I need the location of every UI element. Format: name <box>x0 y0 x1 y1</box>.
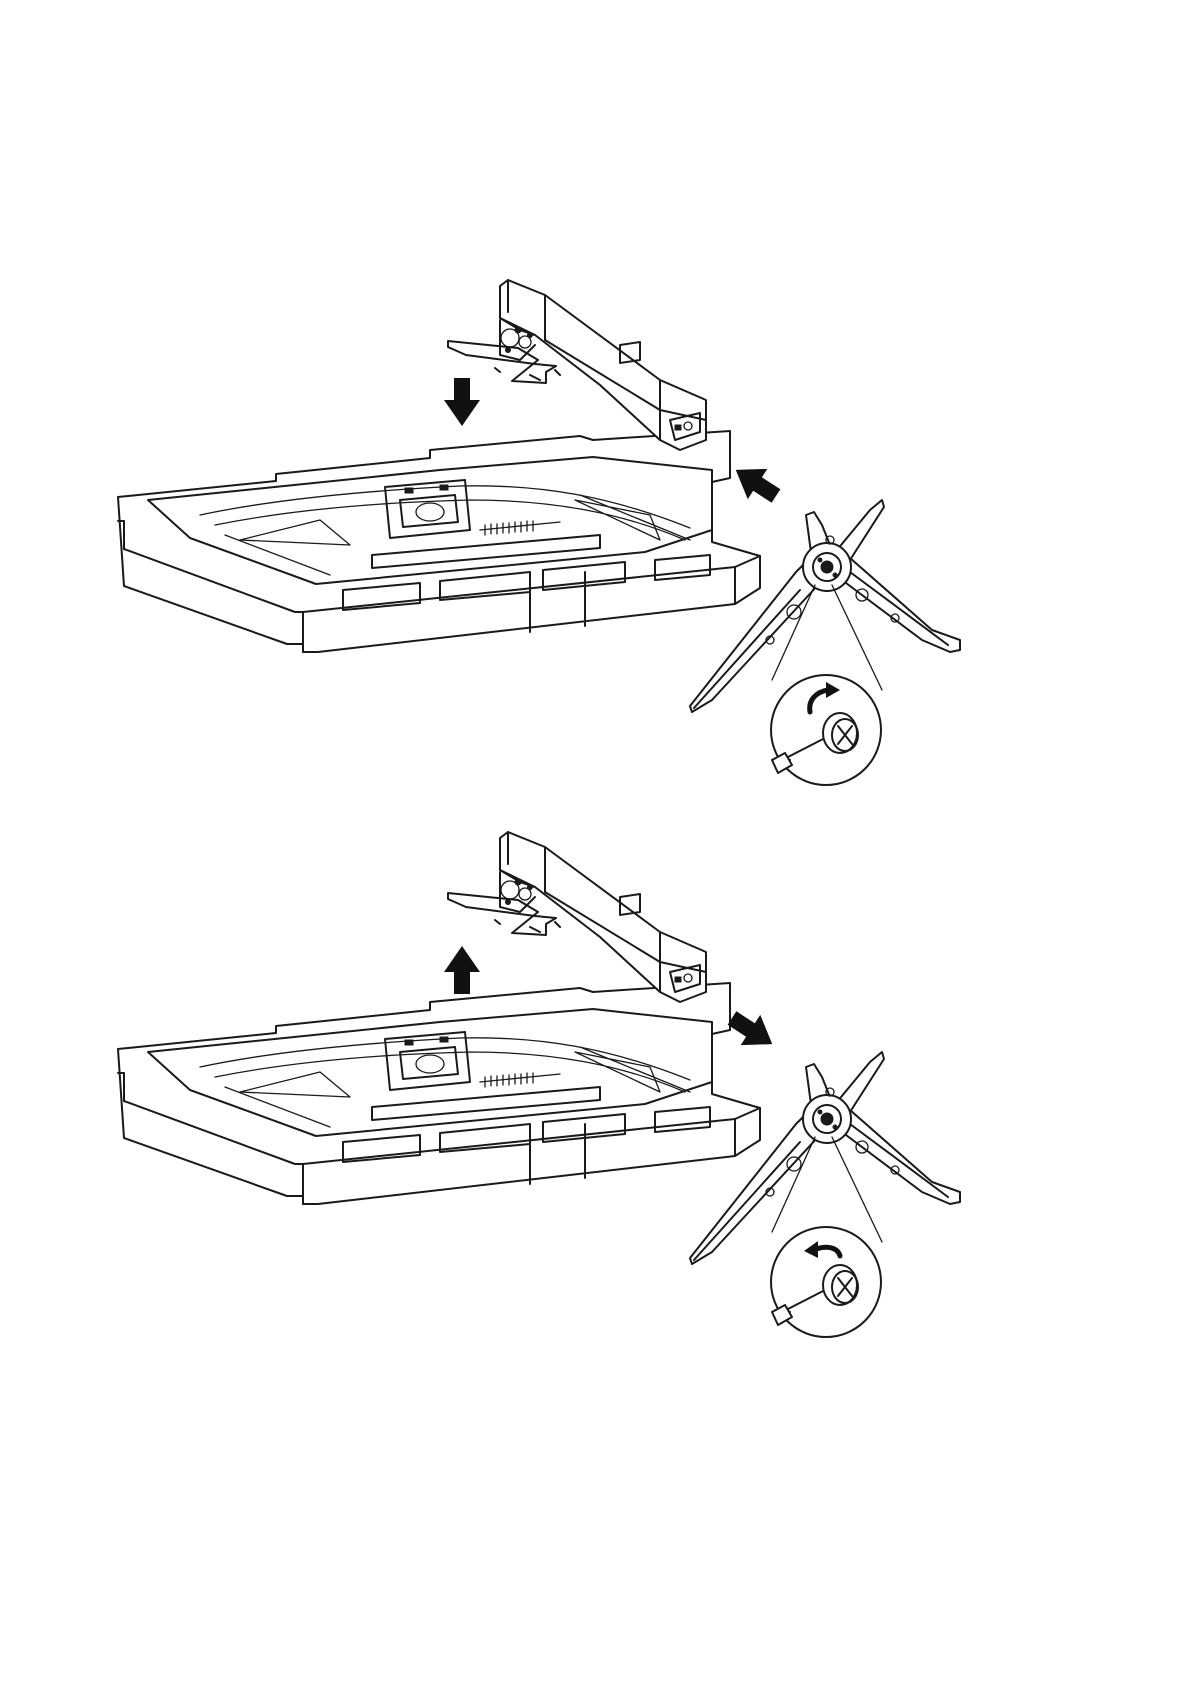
monitor-icon <box>118 983 760 1204</box>
arrow-icon <box>444 946 480 994</box>
stand-base-icon <box>690 1052 960 1337</box>
panel-attach <box>118 280 960 785</box>
panel-detach <box>118 832 960 1337</box>
stand-base-icon <box>690 500 960 785</box>
arrow-icon <box>444 378 480 426</box>
stand-arm-icon <box>448 280 706 450</box>
arrow-icon <box>722 1003 782 1059</box>
arrow-icon <box>726 455 786 511</box>
monitor-icon <box>118 431 760 652</box>
stand-arm-icon <box>448 832 706 1002</box>
